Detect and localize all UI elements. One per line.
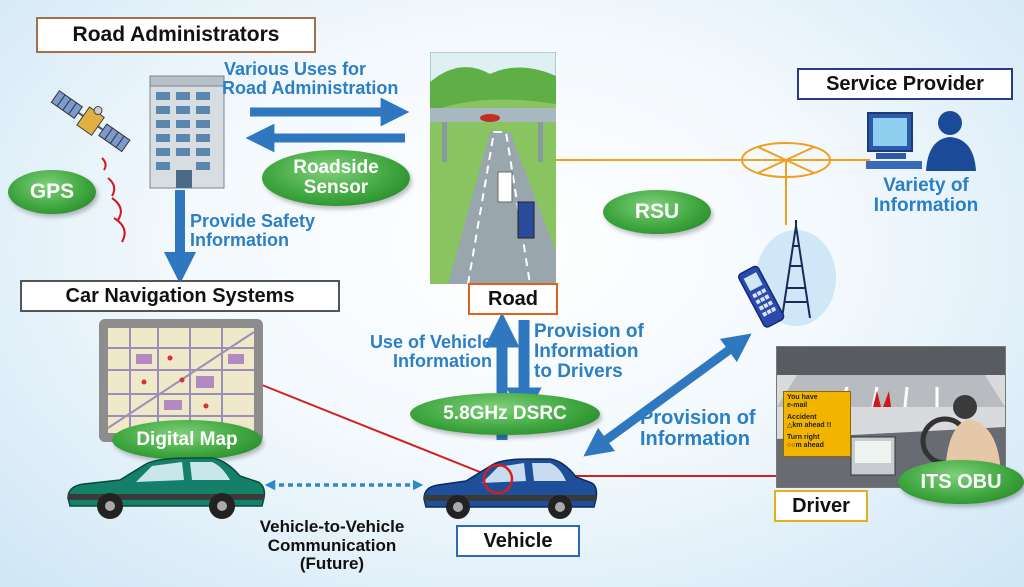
network-junction-symbol	[741, 142, 831, 178]
provide-safety-line1: Provide Safety	[190, 211, 316, 231]
digital-map-oval: Digital Map	[112, 420, 262, 460]
map-to-vehicle-line	[261, 384, 501, 481]
car-navigation-systems-label: Car Navigation Systems	[20, 280, 340, 312]
variety-line1: Variety of	[883, 175, 969, 196]
provision-of-information-text: Provision of Information	[640, 408, 772, 450]
driver-label: Driver	[774, 490, 868, 522]
various-uses-text: Various Uses for Road Administration	[222, 60, 432, 98]
admin-building-icon	[149, 75, 225, 189]
road-label: Road	[468, 283, 558, 315]
various-uses-line2: Road Administration	[222, 77, 399, 98]
use-vehicle-line1: Use of Vehicle	[369, 332, 492, 352]
use-vehicle-line2: Information	[393, 350, 492, 371]
variety-line2: Information	[873, 194, 979, 216]
gps-label: GPS	[29, 179, 75, 203]
satellite-icon	[50, 90, 131, 153]
service-provider-label: Service Provider	[797, 68, 1013, 100]
its-obu-oval: ITS OBU	[898, 460, 1024, 504]
mobile-phone-icon	[738, 265, 785, 328]
gps-oval: GPS	[8, 170, 96, 214]
provision-info-line2: Information	[640, 428, 750, 450]
digital-map-label: Digital Map	[136, 429, 238, 451]
rsu-label: RSU	[634, 199, 680, 223]
its-obu-label: ITS OBU	[920, 470, 1002, 493]
display-line4: △km ahead !!	[787, 422, 832, 429]
provision-to-drivers-text: Provision of Information to Drivers	[534, 322, 674, 382]
v2v-line2: Communication	[267, 535, 397, 555]
roadside-sensor-oval: Roadside Sensor	[262, 150, 410, 206]
display-line2: e-mail	[787, 402, 808, 409]
digital-map-image	[99, 319, 263, 442]
variety-of-information-text: Variety of Information	[852, 176, 1000, 216]
display-line1: You have	[787, 394, 818, 401]
rsu-oval: RSU	[603, 190, 711, 234]
provision-info-line1: Provision of	[640, 407, 756, 429]
provide-safety-text: Provide Safety Information	[190, 212, 350, 250]
display-line6: ○○m ahead	[787, 442, 824, 449]
roadside-sensor-line2: Sensor	[303, 177, 369, 198]
driver-cockpit-image: You have e-mail Accident △km ahead !! Tu…	[776, 346, 1006, 488]
provision-drivers-line2: Information	[534, 340, 639, 362]
provision-drivers-line1: Provision of	[534, 321, 644, 342]
green-car-icon	[67, 457, 266, 519]
roadside-sensor-line1: Roadside	[293, 157, 379, 179]
navigation-display-panel: You have e-mail Accident △km ahead !! Tu…	[783, 391, 851, 457]
v2v-line1: Vehicle-to-Vehicle	[259, 517, 405, 536]
various-uses-line1: Various Uses for	[224, 59, 367, 79]
vehicle-to-vehicle-text: Vehicle-to-Vehicle Communication (Future…	[232, 517, 432, 574]
display-line3: Accident	[787, 414, 817, 421]
display-line5: Turn right	[787, 434, 820, 441]
dsrc-label: 5.8GHz DSRC	[443, 403, 567, 425]
arrow-antenna-vehicle	[583, 333, 752, 457]
gps-signal-waves	[101, 157, 126, 243]
use-of-vehicle-information-text: Use of Vehicle Information	[340, 333, 492, 371]
blue-car-icon	[423, 458, 598, 519]
vehicle-label: Vehicle	[456, 525, 580, 557]
provision-drivers-line3: to Drivers	[534, 360, 623, 382]
road-scene-image	[430, 52, 556, 284]
provide-safety-line2: Information	[190, 229, 289, 250]
computer-operator-icon	[866, 111, 976, 171]
v2v-line3: (Future)	[299, 554, 365, 574]
road-administrators-label: Road Administrators	[36, 17, 316, 53]
dsrc-oval: 5.8GHz DSRC	[410, 393, 600, 435]
